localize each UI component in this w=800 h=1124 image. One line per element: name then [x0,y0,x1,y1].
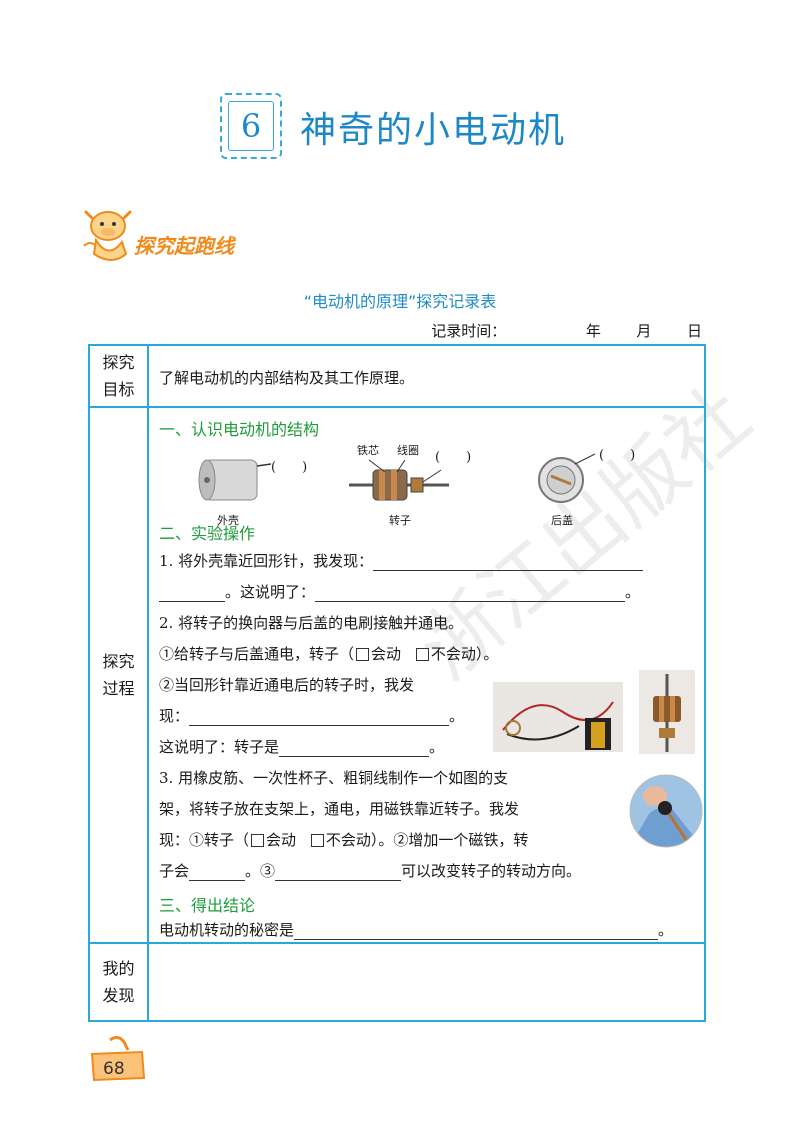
step1-blank-1[interactable] [373,552,644,571]
back-cover-answer-blank: ( ) [599,448,636,463]
lesson-header: 6 神奇的小电动机 [220,93,580,163]
record-time-year: 年 [585,322,601,340]
record-time-month: 月 [636,322,652,340]
findings-head: 我的 发现 [90,944,149,1020]
process-row: 探究 过程 一、认识电动机的结构 ( ) 外壳 铁芯 线圈 [90,408,704,944]
step3-line-4: 子会 。③ 可以改变转子的转动方向。 [159,860,581,881]
step3-checkbox-moves[interactable] [251,833,265,847]
shell-answer-blank: ( ) [271,460,308,475]
step2-blank-1[interactable] [189,707,450,726]
rotor-image [349,459,449,501]
shell-label: 外壳 [217,514,239,527]
step3-text-c1: 现：①转子（ [159,831,250,849]
step2-line-5: 这说明了：转子是 。 [159,736,444,757]
goal-head-line-2: 目标 [102,380,135,399]
rotor-label: 转子 [389,514,411,527]
step2-d-end: 。 [449,707,465,725]
step3-line-2: 架，将转子放在支架上，通电，用磁铁靠近转子。我发 [159,800,520,818]
process-head: 探究 过程 [90,408,149,942]
step2-option-not-moves: 不会动）。 [430,645,499,663]
step2-checkbox-not-moves[interactable] [415,647,429,661]
step3-line-3: 现：①转子（ 会动 不会动）。②增加一个磁铁，转 [159,829,528,850]
step2-text-e: 这说明了：转子是 [159,738,280,756]
section-banner: 探究起跑线 [82,206,282,266]
step1-text-a: 1. 将外壳靠近回形针，我发现： [159,552,374,570]
back-cover-label: 后盖 [551,514,573,527]
step2-line-3: ②当回形针靠近通电后的转子时，我发 [159,676,415,694]
conclusion-line: 电动机转动的秘密是 。 [159,919,673,940]
record-time-day: 日 [686,322,702,340]
goal-head-line-1: 探究 [102,353,135,372]
step3-text-d2: 。③ [245,862,276,880]
record-table: 探究 目标 了解电动机的内部结构及其工作原理。 探究 过程 一、认识电动机的结构 [88,344,706,1022]
step1-blank-2[interactable] [159,583,225,602]
step1-text-b: 。这说明了： [225,583,316,601]
magnet-hand-photo [629,774,703,848]
conclusion-text: 电动机转动的秘密是 [159,921,295,939]
lesson-number: 6 [228,101,274,151]
part3-title: 三、得出结论 [159,896,256,915]
goal-row: 探究 目标 了解电动机的内部结构及其工作原理。 [90,346,704,408]
battery-wires-photo [493,682,623,752]
page-number: 68 [103,1059,125,1079]
core-label: 铁芯 [357,444,379,457]
conclusion-blank[interactable] [294,921,659,940]
table-title: “电动机的原理”探究记录表 [303,292,497,311]
goal-text: 了解电动机的内部结构及其工作原理。 [159,369,415,387]
part1-title: 一、认识电动机的结构 [159,420,320,439]
step2-option-moves: 会动 [371,645,402,663]
step1-end: 。 [625,583,641,601]
step2-blank-2[interactable] [279,738,430,757]
step1-line-1: 1. 将外壳靠近回形针，我发现： [159,550,644,571]
goal-head: 探究 目标 [90,346,149,406]
step2-line-1: 2. 将转子的换向器与后盖的电刷接触并通电。 [159,614,464,632]
step2-text-d: 现： [159,707,190,725]
step1-blank-3[interactable] [315,583,626,602]
lesson-number-badge: 6 [220,93,282,159]
rotor-photo [639,670,695,754]
section-banner-label: 探究起跑线 [134,234,234,258]
process-head-line-1: 探究 [102,652,135,671]
step3-blank-1[interactable] [189,862,246,881]
step2-text-b1: ①给转子与后盖通电，转子（ [159,645,355,663]
step2-e-end: 。 [429,738,445,756]
conclusion-end: 。 [658,921,674,939]
part2-title: 二、实验操作 [159,524,256,543]
process-head-line-2: 过程 [102,679,135,698]
step2-line-2: ①给转子与后盖通电，转子（ 会动 不会动）。 [159,643,498,664]
findings-area[interactable] [151,944,704,1020]
step1-line-2: 。这说明了： 。 [159,581,640,602]
mascot-cow-icon [83,210,132,261]
step3-option-moves: 会动 [266,831,297,849]
step2-line-4: 现： 。 [159,705,464,726]
step3-line-1: 3. 用橡皮筋、一次性杯子、粗铜线制作一个如图的支 [159,769,509,787]
rotor-answer-blank: ( ) [435,450,472,465]
step3-text-d3: 可以改变转子的转动方向。 [401,862,582,880]
step3-blank-2[interactable] [275,862,402,881]
motor-shell-image [198,459,271,501]
step3-option-not-moves: 不会动）。②增加一个磁铁，转 [325,831,529,849]
findings-head-line-2: 发现 [102,986,135,1005]
record-time: 记录时间： 年 月 日 [431,320,702,341]
step3-text-d1: 子会 [159,862,190,880]
lesson-title: 神奇的小电动机 [300,110,567,151]
step3-checkbox-not-moves[interactable] [310,833,324,847]
page-number-tag: 68 [88,1036,148,1082]
coil-label: 线圈 [397,444,419,457]
record-time-label: 记录时间： [431,322,507,340]
step2-checkbox-moves[interactable] [356,647,370,661]
page-tag-icon [90,1036,146,1082]
findings-head-line-1: 我的 [102,959,135,978]
findings-row: 我的 发现 [90,944,704,1020]
back-cover-image [538,453,596,503]
